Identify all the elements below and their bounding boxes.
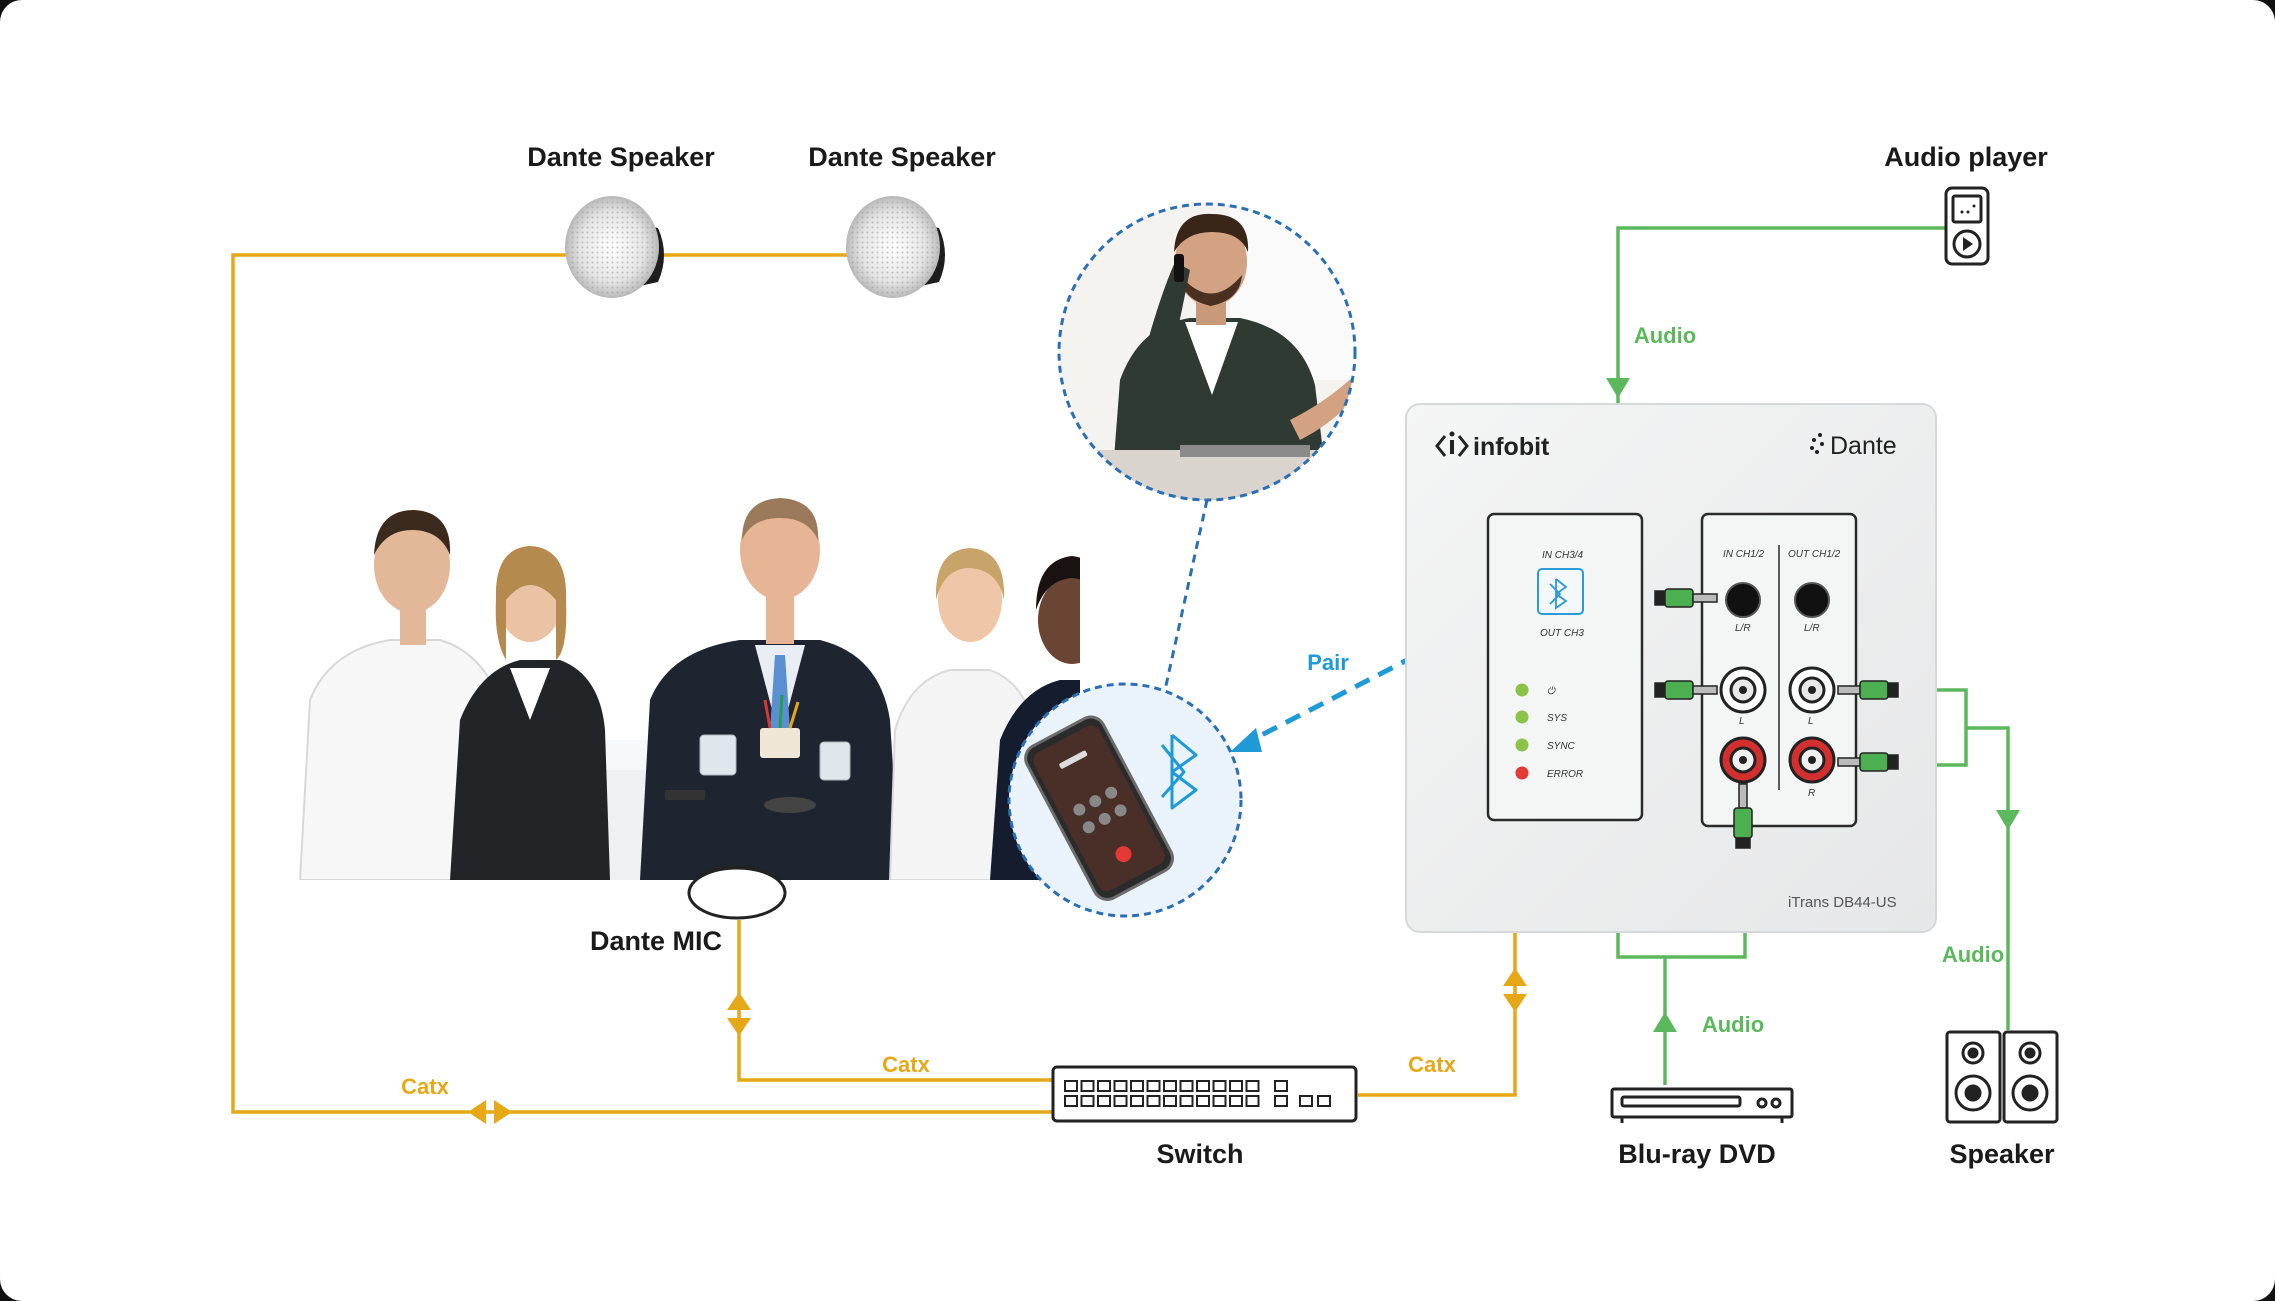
switch-port xyxy=(1163,1095,1177,1107)
audio-label-top: Audio xyxy=(1634,323,1696,348)
rca-in-l[interactable] xyxy=(1719,666,1767,714)
in-3.5mm-jack[interactable] xyxy=(1725,582,1761,618)
switch-port xyxy=(1196,1080,1210,1092)
switch-port xyxy=(1196,1095,1210,1107)
boundary-mic-icon xyxy=(687,865,787,920)
switch-port xyxy=(1064,1095,1078,1107)
audio-arrows xyxy=(1606,378,2020,1032)
switch-port xyxy=(1179,1080,1194,1092)
switch-port xyxy=(1097,1080,1111,1092)
rca-out-r[interactable] xyxy=(1788,736,1836,784)
dante-speaker-label-2: Dante Speaker xyxy=(808,142,996,172)
catx-label-mid: Catx xyxy=(882,1052,930,1077)
switch-port xyxy=(1229,1095,1243,1107)
caller-link-line xyxy=(1163,499,1209,691)
led-sys-label: SYS xyxy=(1547,713,1567,724)
meeting-room-photo xyxy=(290,490,1080,880)
audio-line-speaker xyxy=(1966,726,2010,1030)
switch-port xyxy=(1245,1095,1260,1107)
switch-port xyxy=(1080,1080,1095,1092)
catx-label-left: Catx xyxy=(401,1074,449,1099)
speaker-label: Speaker xyxy=(1949,1139,2055,1169)
led-power-label: ⏻ xyxy=(1547,686,1556,697)
bluetooth-icon xyxy=(1549,578,1568,610)
audio-player-label: Audio player xyxy=(1884,142,2048,172)
led-error-label: ERROR xyxy=(1547,769,1583,780)
out-header: OUT CH1/2 xyxy=(1788,549,1841,560)
ceiling-speaker-1 xyxy=(565,196,664,298)
catx-arrow-right xyxy=(494,1100,512,1124)
rca-out-l-label: L xyxy=(1808,716,1814,727)
switch-port xyxy=(1130,1095,1144,1107)
led-sync-label: SYNC xyxy=(1547,741,1576,752)
dante-mic-label: Dante MIC xyxy=(590,926,722,956)
rca-out-r-label: R xyxy=(1808,788,1815,799)
blu-ray-player-icon xyxy=(1610,1087,1794,1123)
audio-arrow-speaker xyxy=(1996,810,2020,830)
dante-logo-icon xyxy=(1810,433,1824,454)
smartphone-icon xyxy=(1024,715,1174,901)
remote-caller-photo xyxy=(1057,202,1357,502)
catx-arrow-up-device xyxy=(1503,968,1527,986)
rca-in-r[interactable] xyxy=(1719,736,1767,784)
in-header: IN CH1/2 xyxy=(1723,549,1765,560)
brand-label: infobit xyxy=(1473,433,1550,461)
audio-arrow-player xyxy=(1606,378,1630,398)
switch-port xyxy=(1229,1080,1243,1092)
dante-label: Dante xyxy=(1830,432,1897,460)
bt-out-label: OUT CH3 xyxy=(1540,628,1584,639)
switch-label: Switch xyxy=(1156,1139,1243,1169)
audio-arrow-bluray xyxy=(1653,1012,1677,1032)
model-label: iTrans DB44-US xyxy=(1788,894,1897,911)
switch-port xyxy=(1146,1095,1161,1107)
blu-ray-label: Blu-ray DVD xyxy=(1618,1139,1776,1169)
catx-arrow-down-device xyxy=(1503,994,1527,1012)
phone-call-bubble xyxy=(1007,682,1243,918)
infobit-logo xyxy=(1435,431,1469,457)
infobit-device-panel: infobit Dante IN CH3/4 OUT CH3 ⏻ SYS SYN… xyxy=(1405,403,1937,933)
catx-line-mic xyxy=(737,920,1052,1082)
rca-out-l[interactable] xyxy=(1788,666,1836,714)
catx-arrow-up-mic xyxy=(727,992,751,1010)
led-error xyxy=(1515,766,1529,780)
catx-arrows xyxy=(468,968,1527,1124)
bluetooth-icon xyxy=(1160,733,1198,810)
out-3.5mm-jack[interactable] xyxy=(1794,582,1830,618)
audio-plugs xyxy=(1654,588,1899,849)
switch-port xyxy=(1113,1095,1128,1107)
switch-port xyxy=(1097,1095,1111,1107)
switch-port xyxy=(1163,1080,1177,1092)
bt-in-label: IN CH3/4 xyxy=(1542,550,1584,561)
audio-player-icon xyxy=(1944,186,1990,266)
led-power xyxy=(1515,683,1529,697)
speaker-pair-icon xyxy=(1945,1030,2059,1124)
catx-label-right: Catx xyxy=(1408,1052,1456,1077)
catx-arrow-down-mic xyxy=(727,1018,751,1036)
switch-port xyxy=(1245,1080,1260,1092)
led-sync xyxy=(1515,738,1529,752)
switch-port xyxy=(1146,1080,1161,1092)
catx-line-speakers xyxy=(231,253,1052,1114)
switch-port xyxy=(1113,1080,1128,1092)
switch-port xyxy=(1064,1080,1078,1092)
network-switch-icon xyxy=(1051,1065,1358,1123)
switch-port xyxy=(1080,1095,1095,1107)
switch-port xyxy=(1130,1080,1144,1092)
audio-label-right: Audio xyxy=(1942,942,2004,967)
rca-in-l-label: L xyxy=(1739,716,1745,727)
in-jack-label: L/R xyxy=(1735,623,1751,634)
led-sys xyxy=(1515,710,1529,724)
switch-port xyxy=(1212,1095,1227,1107)
switch-port xyxy=(1179,1095,1194,1107)
catx-arrow-left xyxy=(468,1100,486,1124)
ceiling-speaker-2 xyxy=(846,196,945,298)
pair-label: Pair xyxy=(1307,650,1349,675)
dante-speaker-label-1: Dante Speaker xyxy=(527,142,715,172)
audio-label-bottom: Audio xyxy=(1702,1012,1764,1037)
switch-port xyxy=(1212,1080,1227,1092)
out-jack-label: L/R xyxy=(1804,623,1820,634)
